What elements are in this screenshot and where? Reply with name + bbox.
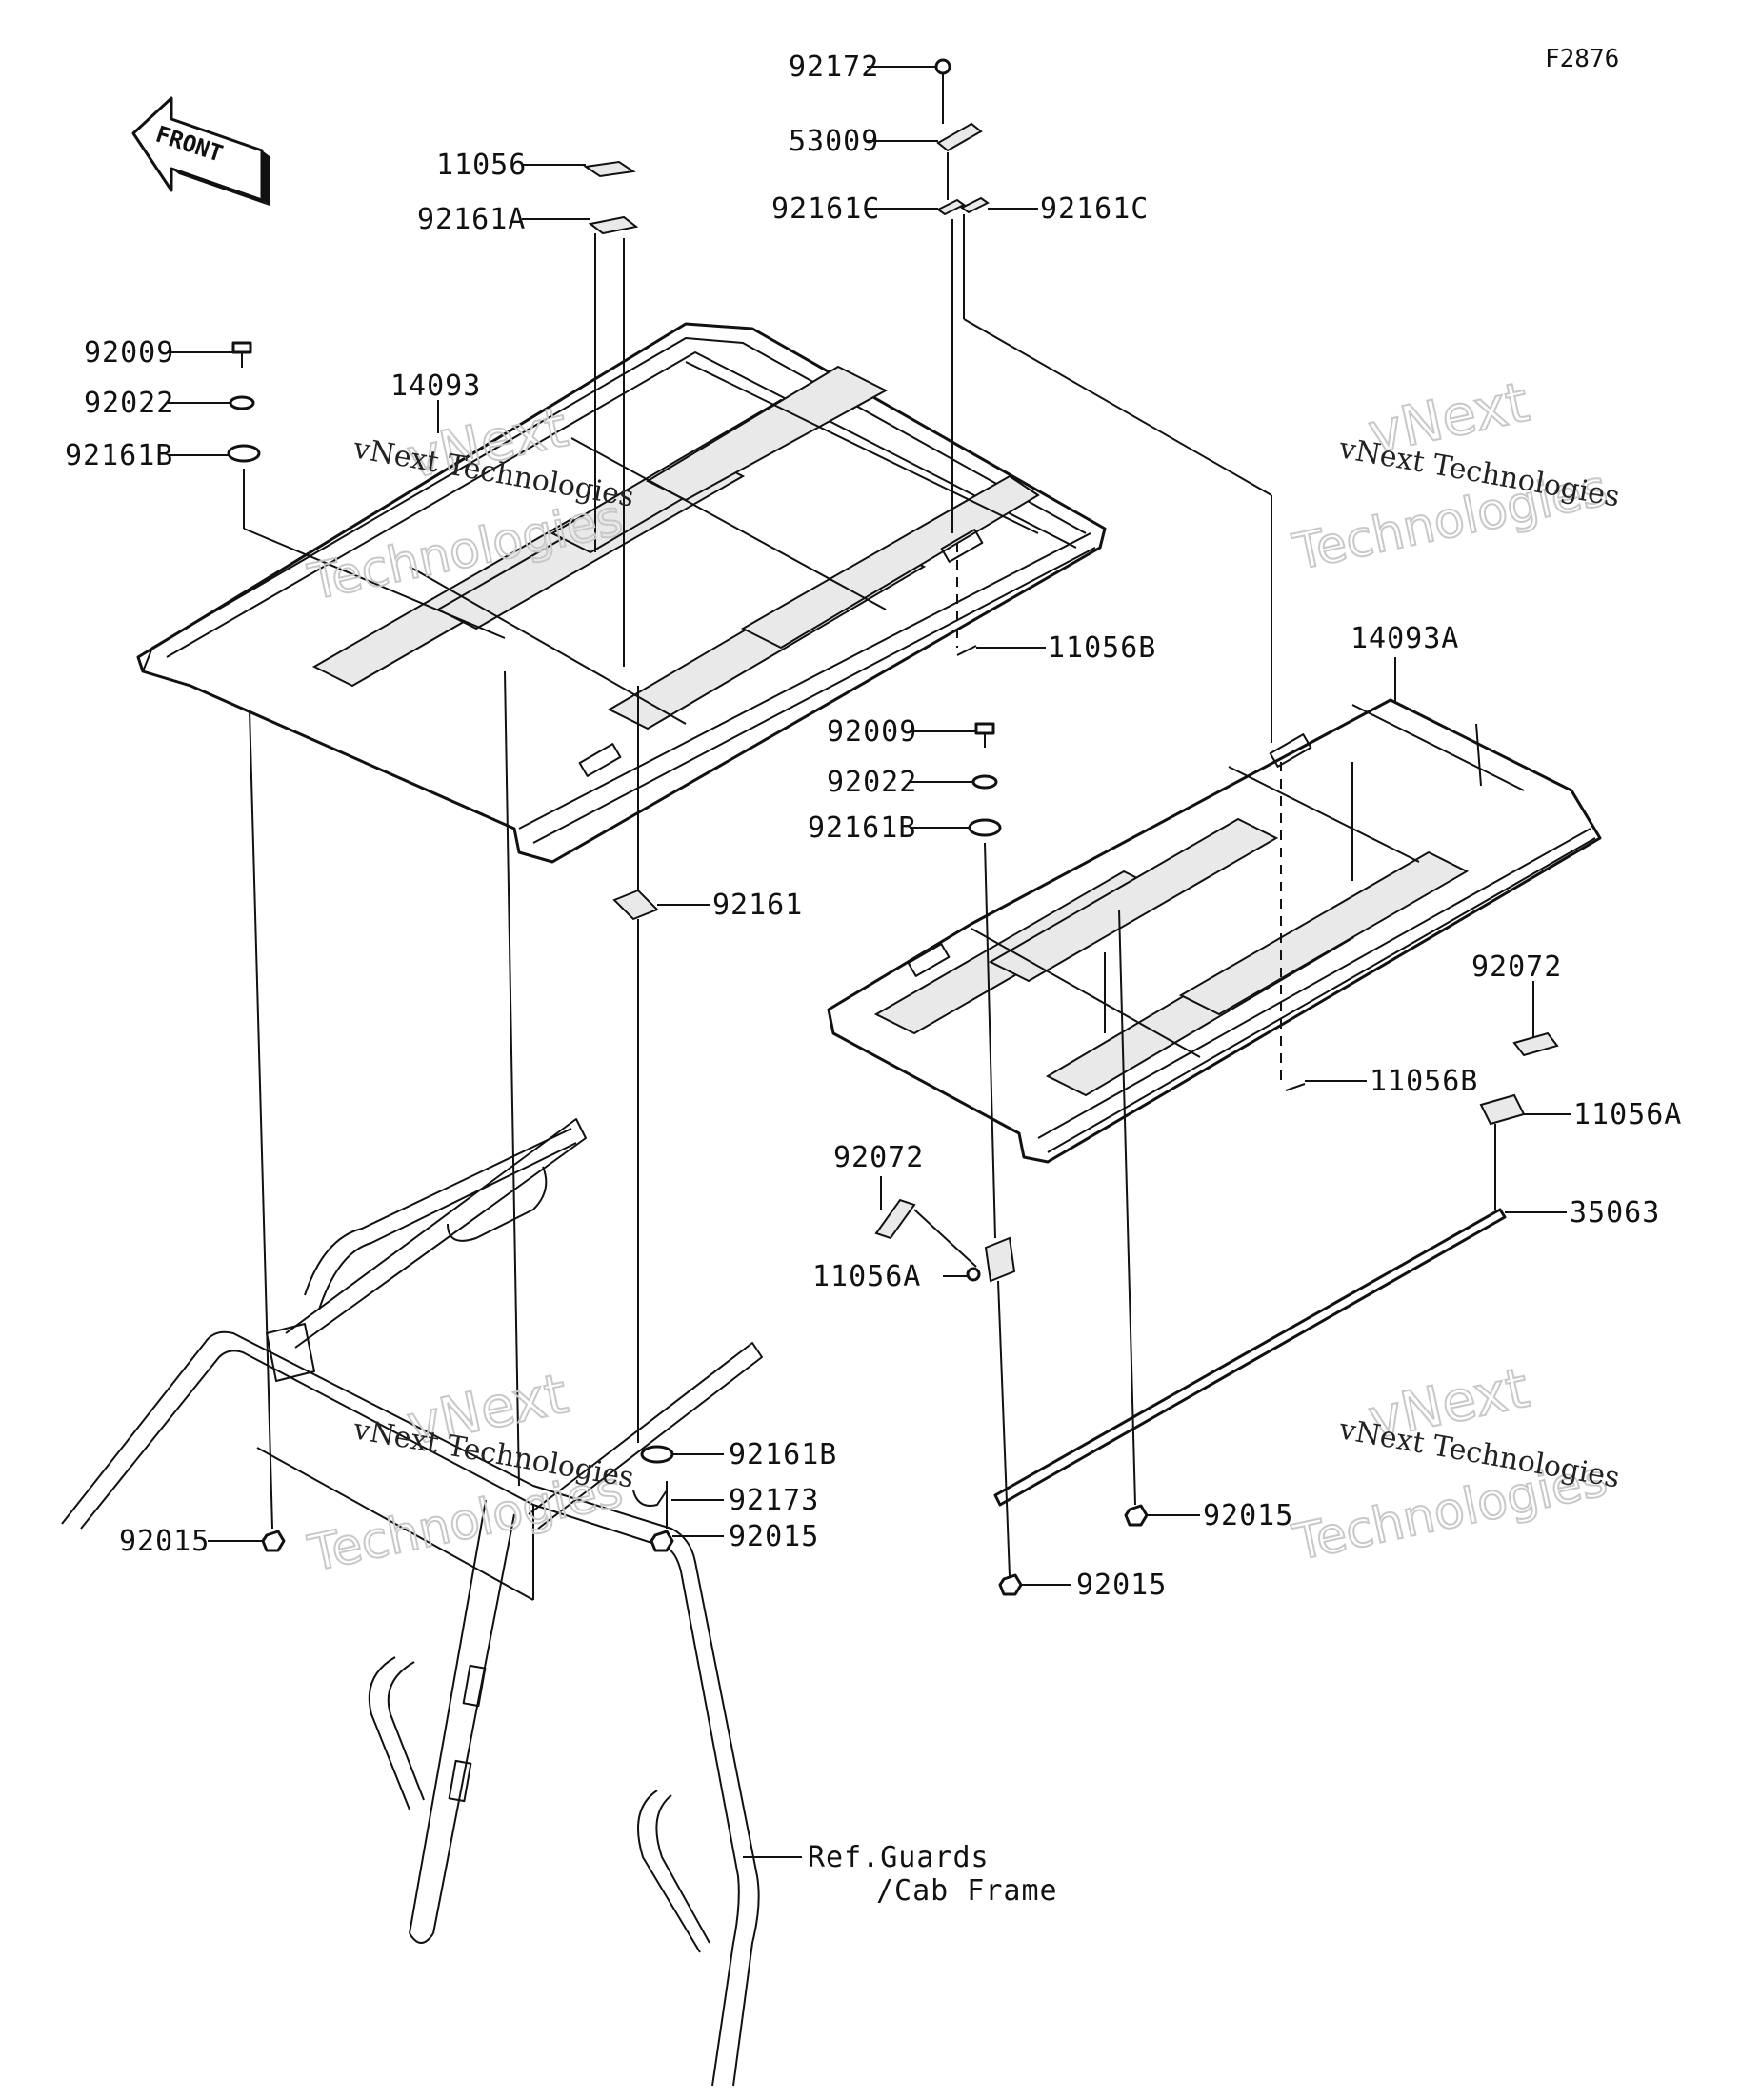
label-92161a: 92161A xyxy=(417,203,526,236)
label-92161b-mid: 92161B xyxy=(808,811,916,845)
part-labels: 92172 53009 92161C 92161C 11056 92161A 9… xyxy=(65,50,1682,1908)
label-92009-mid: 92009 xyxy=(827,715,917,749)
diagram-code: F2876 xyxy=(1545,45,1619,73)
label-92009-left: 92009 xyxy=(84,336,174,370)
hardware xyxy=(227,58,1559,1596)
label-11056: 11056 xyxy=(436,149,527,182)
label-92161c-left: 92161C xyxy=(771,192,880,226)
leader-lines xyxy=(168,66,1571,1858)
label-11056b-top: 11056B xyxy=(1048,631,1156,665)
assembly-lines xyxy=(243,86,1496,1577)
front-arrow-icon: FRONT xyxy=(131,96,270,206)
label-14093: 14093 xyxy=(390,370,481,403)
label-92172: 92172 xyxy=(789,50,879,84)
label-92173: 92173 xyxy=(729,1484,819,1517)
label-11056a-right: 11056A xyxy=(1573,1098,1682,1131)
label-11056a-left: 11056A xyxy=(812,1260,921,1293)
roof-panel-rear xyxy=(827,698,1602,1164)
label-92022-mid: 92022 xyxy=(827,766,917,799)
reference-line-2: /Cab Frame xyxy=(876,1874,1058,1908)
label-92161b-low: 92161B xyxy=(729,1438,837,1471)
label-11056b-right: 11056B xyxy=(1370,1065,1478,1098)
label-53009: 53009 xyxy=(789,125,879,158)
label-14093a: 14093A xyxy=(1351,622,1459,655)
label-35063: 35063 xyxy=(1570,1196,1660,1230)
label-92015-bottom: 92015 xyxy=(1076,1569,1167,1602)
cab-frame xyxy=(61,1118,763,2087)
label-92072-left: 92072 xyxy=(833,1141,924,1174)
label-92015-center: 92015 xyxy=(729,1520,819,1553)
label-92022-left: 92022 xyxy=(84,387,174,420)
label-92161b-left: 92161B xyxy=(65,439,173,472)
label-92161: 92161 xyxy=(712,889,803,922)
roof-panel-front xyxy=(136,322,1107,864)
label-92015-right: 92015 xyxy=(1203,1499,1293,1532)
reference-line-1: Ref.Guards xyxy=(808,1841,990,1874)
label-92161c-right: 92161C xyxy=(1040,192,1149,226)
label-92015-left: 92015 xyxy=(119,1525,210,1558)
label-92072-right: 92072 xyxy=(1471,950,1562,984)
